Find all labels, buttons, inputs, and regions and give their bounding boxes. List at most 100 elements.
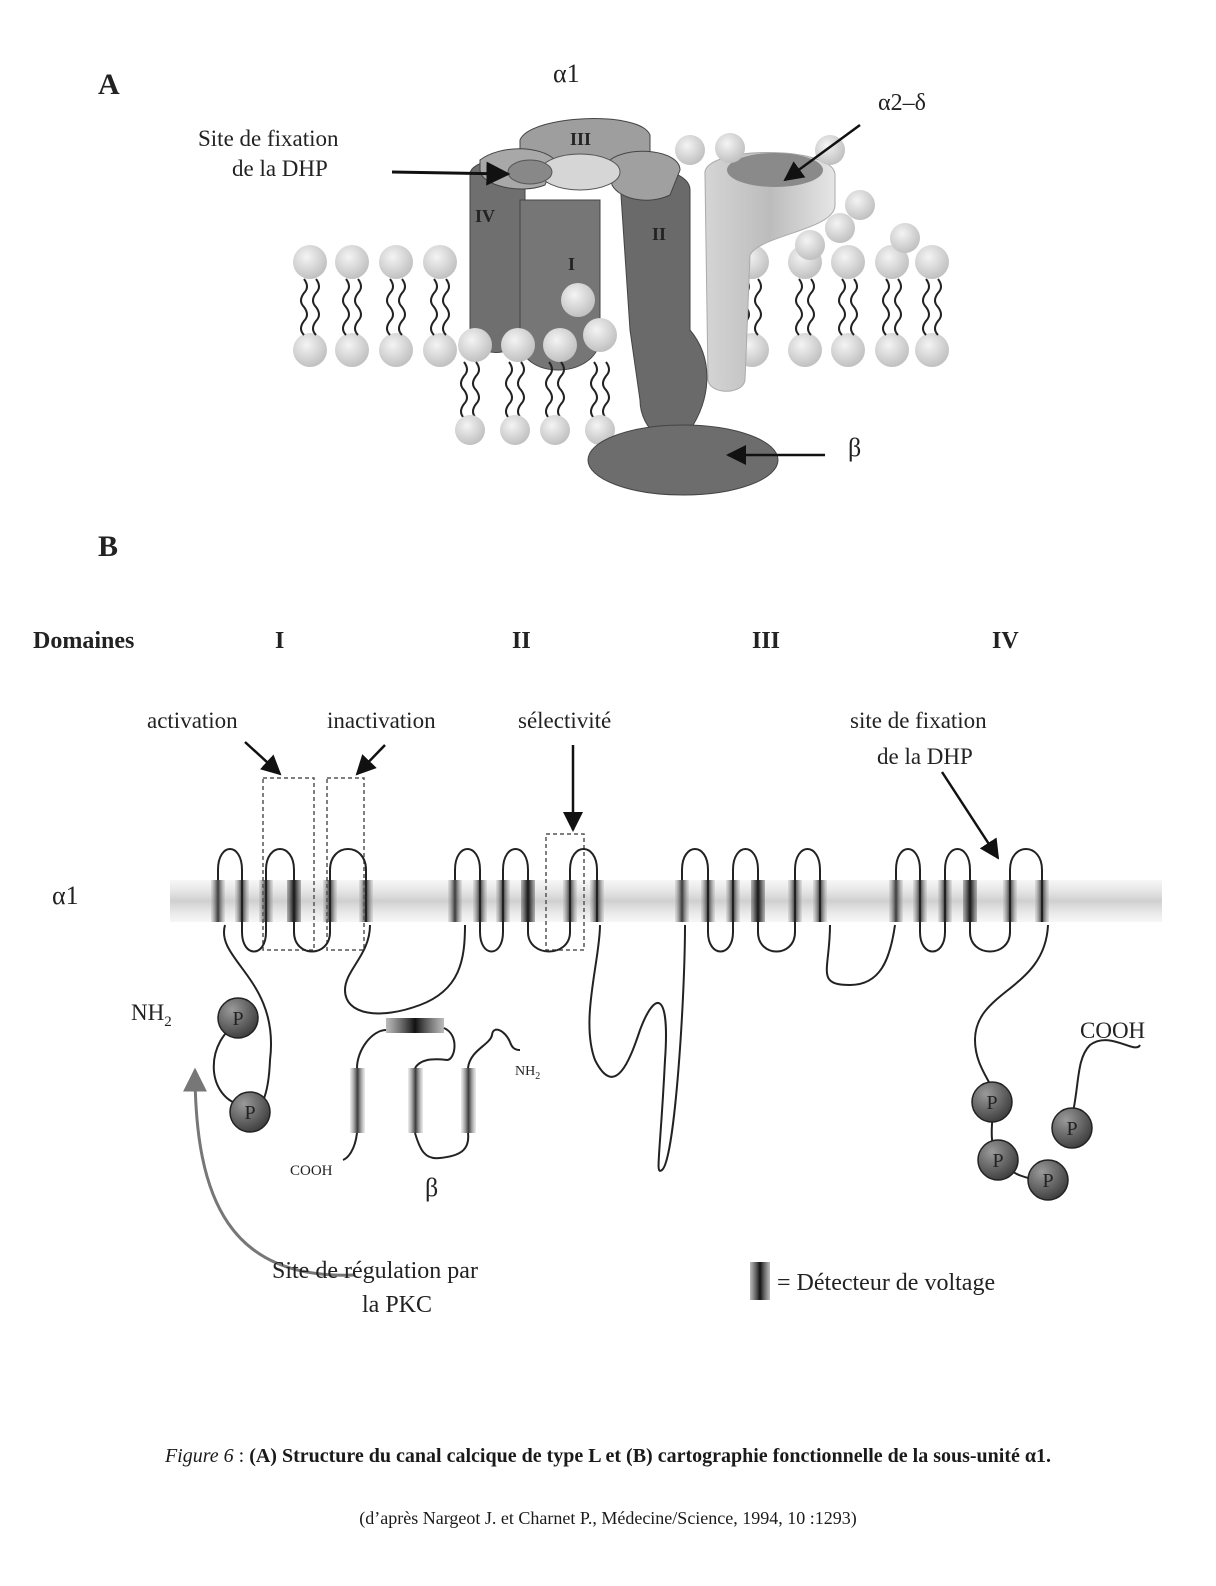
- transmembrane-segment: [675, 880, 689, 922]
- alpha1-title: α1: [553, 59, 580, 88]
- lipid-tail: [883, 279, 889, 335]
- lipid-tail: [313, 279, 319, 335]
- lipid-head: [915, 333, 949, 367]
- nh2-alpha-sub: 2: [164, 1014, 172, 1030]
- lipid-head: [845, 190, 875, 220]
- transmembrane-segment: [448, 880, 462, 922]
- pkc-line1: Site de régulation par: [272, 1258, 478, 1284]
- lipid-head: [675, 135, 705, 165]
- lipid-tail: [473, 362, 479, 418]
- dhp-site-b-line2: de la DHP: [877, 744, 973, 769]
- lipid-head: [335, 333, 369, 367]
- lipid-tail: [399, 279, 405, 335]
- lipid-head: [915, 245, 949, 279]
- lipid-head: [500, 415, 530, 445]
- lipid-tail: [461, 362, 467, 418]
- phospho-label: P: [1066, 1118, 1077, 1140]
- beta-link-1: [357, 1030, 386, 1068]
- beta-helix-1: [350, 1068, 365, 1133]
- pkc-line2: la PKC: [362, 1292, 432, 1318]
- lipid-head: [423, 333, 457, 367]
- lipid-tail: [755, 279, 761, 335]
- beta-helix-horizontal: [386, 1018, 444, 1033]
- panel-a: A α1 α2–δ Site de fixation de la DHP β I…: [98, 59, 949, 495]
- domain-i-label-a: I: [568, 254, 575, 274]
- phospho-label: P: [1042, 1170, 1053, 1192]
- activation-arrow: [245, 742, 280, 774]
- nh2-alpha-main: NH: [131, 1000, 164, 1025]
- lipid-tail: [603, 362, 609, 418]
- alpha1-label-b: α1: [52, 881, 79, 910]
- lipid-tail: [591, 362, 597, 418]
- alpha2-delta-top: [727, 153, 823, 187]
- domain-ii-header: II: [512, 628, 531, 654]
- beta-helix-3: [461, 1068, 476, 1133]
- lipid-tail: [506, 362, 512, 418]
- beta-label-a: β: [848, 433, 861, 462]
- beta-helix-2: [408, 1068, 423, 1133]
- caption-sep: :: [234, 1445, 250, 1467]
- activation-box: [263, 778, 314, 950]
- lipid-tail: [301, 279, 307, 335]
- lipid-tail: [923, 279, 929, 335]
- phospho-label: P: [992, 1150, 1003, 1172]
- dhp-site-b-arrow: [942, 772, 998, 858]
- beta-link-3: [415, 1133, 468, 1158]
- voltage-sensor-legend-icon: [750, 1262, 770, 1300]
- dhp-site-label-line1: Site de fixation: [198, 126, 339, 151]
- lipid-head: [831, 333, 865, 367]
- domain-ii-label-a: II: [652, 224, 666, 244]
- lipid-tail: [935, 279, 941, 335]
- lipid-head: [561, 283, 595, 317]
- activation-label: activation: [147, 708, 238, 733]
- lipid-head: [795, 230, 825, 260]
- loop-i-ii: [345, 925, 465, 1013]
- beta-link-2: [415, 1028, 455, 1068]
- phospho-label: P: [232, 1008, 243, 1030]
- transmembrane-segment: [889, 880, 903, 922]
- lipid-head: [379, 245, 413, 279]
- lipid-head: [543, 328, 577, 362]
- nh2-beta-sub: 2: [535, 1071, 540, 1082]
- lipid-tail: [839, 279, 845, 335]
- domain-iv-header: IV: [992, 628, 1019, 654]
- lipid-tail: [431, 279, 437, 335]
- nh2-beta-main: NH: [515, 1064, 535, 1079]
- lipid-head: [583, 318, 617, 352]
- lipid-tail: [546, 362, 552, 418]
- lipid-tail: [895, 279, 901, 335]
- lipid-head: [458, 328, 492, 362]
- alpha1-domain-ii-top: [610, 151, 680, 200]
- beta-subunit: [588, 425, 778, 495]
- lipid-head: [379, 333, 413, 367]
- dhp-site-label-line2: de la DHP: [232, 156, 328, 181]
- lipid-head: [293, 333, 327, 367]
- beta-c-term-line: [343, 1133, 357, 1160]
- cooh-beta-label: COOH: [290, 1163, 333, 1179]
- lipid-bilayer-left: [293, 245, 457, 367]
- lipid-bilayer-right: [735, 245, 949, 367]
- lipid-tail: [518, 362, 524, 418]
- alpha1-subunit: III IV II I: [455, 119, 920, 445]
- lipid-head: [501, 328, 535, 362]
- lipid-head: [293, 245, 327, 279]
- phospho-label: P: [986, 1092, 997, 1114]
- beta-label-b: β: [425, 1173, 438, 1202]
- cooh-alpha-label: COOH: [1080, 1018, 1145, 1043]
- dhp-site-b-line1: site de fixation: [850, 708, 987, 733]
- loop-iii-iv: [827, 925, 895, 985]
- domain-i-header: I: [275, 628, 284, 654]
- lipid-head: [455, 415, 485, 445]
- lipid-tail: [808, 279, 814, 335]
- panel-b: B Domaines I II III IV activation inacti…: [33, 530, 1162, 1318]
- inactivation-label: inactivation: [327, 708, 436, 733]
- lipid-tail: [343, 279, 349, 335]
- lipid-head: [335, 245, 369, 279]
- lipid-head: [831, 245, 865, 279]
- figure-number: Figure 6: [165, 1445, 234, 1467]
- lipid-tail: [796, 279, 802, 335]
- domaines-label: Domaines: [33, 628, 134, 654]
- domain-iii-label-a: III: [570, 129, 591, 149]
